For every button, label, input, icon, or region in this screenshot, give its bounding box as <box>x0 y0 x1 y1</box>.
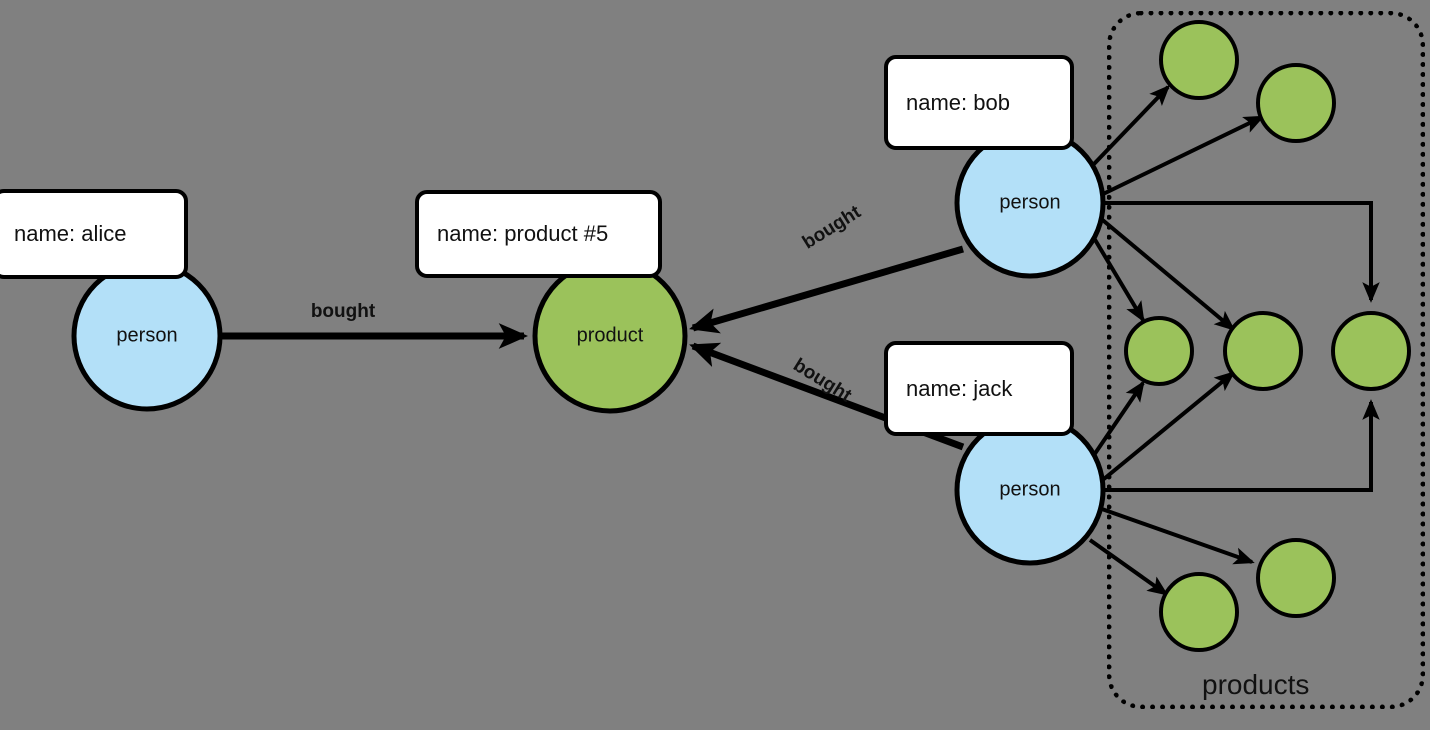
node-product5[interactable] <box>532 258 688 414</box>
products-group-boundary <box>1107 11 1425 709</box>
node-p1[interactable] <box>1159 20 1239 100</box>
property-box-text: name: jack <box>906 375 1013 401</box>
edge-bob-to-product-4 <box>1097 215 1236 331</box>
edge-jack-to-product-7 <box>1088 538 1169 596</box>
property-box-alice-props: name: alice <box>0 189 188 279</box>
node-p3[interactable] <box>1124 316 1194 386</box>
edge-jack-to-product-4 <box>1097 371 1236 485</box>
edge-bob-to-product-3 <box>1092 236 1145 323</box>
edge-jack-to-product-6 <box>1098 506 1255 565</box>
node-p6[interactable] <box>1256 538 1336 618</box>
property-box-product-props: name: product #5 <box>415 190 662 278</box>
property-box-text: name: bob <box>906 89 1010 115</box>
property-box-jack-props: name: jack <box>884 341 1074 436</box>
node-p4[interactable] <box>1223 311 1303 391</box>
edge-bob-bought-product <box>689 245 964 334</box>
node-p2[interactable] <box>1256 63 1336 143</box>
edge-bob-to-product-1 <box>1091 84 1171 167</box>
node-alice[interactable] <box>71 260 223 412</box>
node-bob[interactable] <box>954 127 1106 279</box>
node-p5[interactable] <box>1331 311 1411 391</box>
property-box-text: name: alice <box>14 221 127 246</box>
edge-jack-to-product-5 <box>1101 399 1380 492</box>
node-p7[interactable] <box>1159 572 1239 652</box>
products-group-label: products <box>1202 669 1310 700</box>
node-jack[interactable] <box>954 414 1106 566</box>
property-box-text: name: product #5 <box>437 221 609 246</box>
edge-jack-to-product-3 <box>1092 380 1145 457</box>
property-box-bob-props: name: bob <box>884 55 1074 150</box>
edge-bob-to-product-2 <box>1098 115 1265 198</box>
edge-bob-to-product-5 <box>1101 201 1380 303</box>
